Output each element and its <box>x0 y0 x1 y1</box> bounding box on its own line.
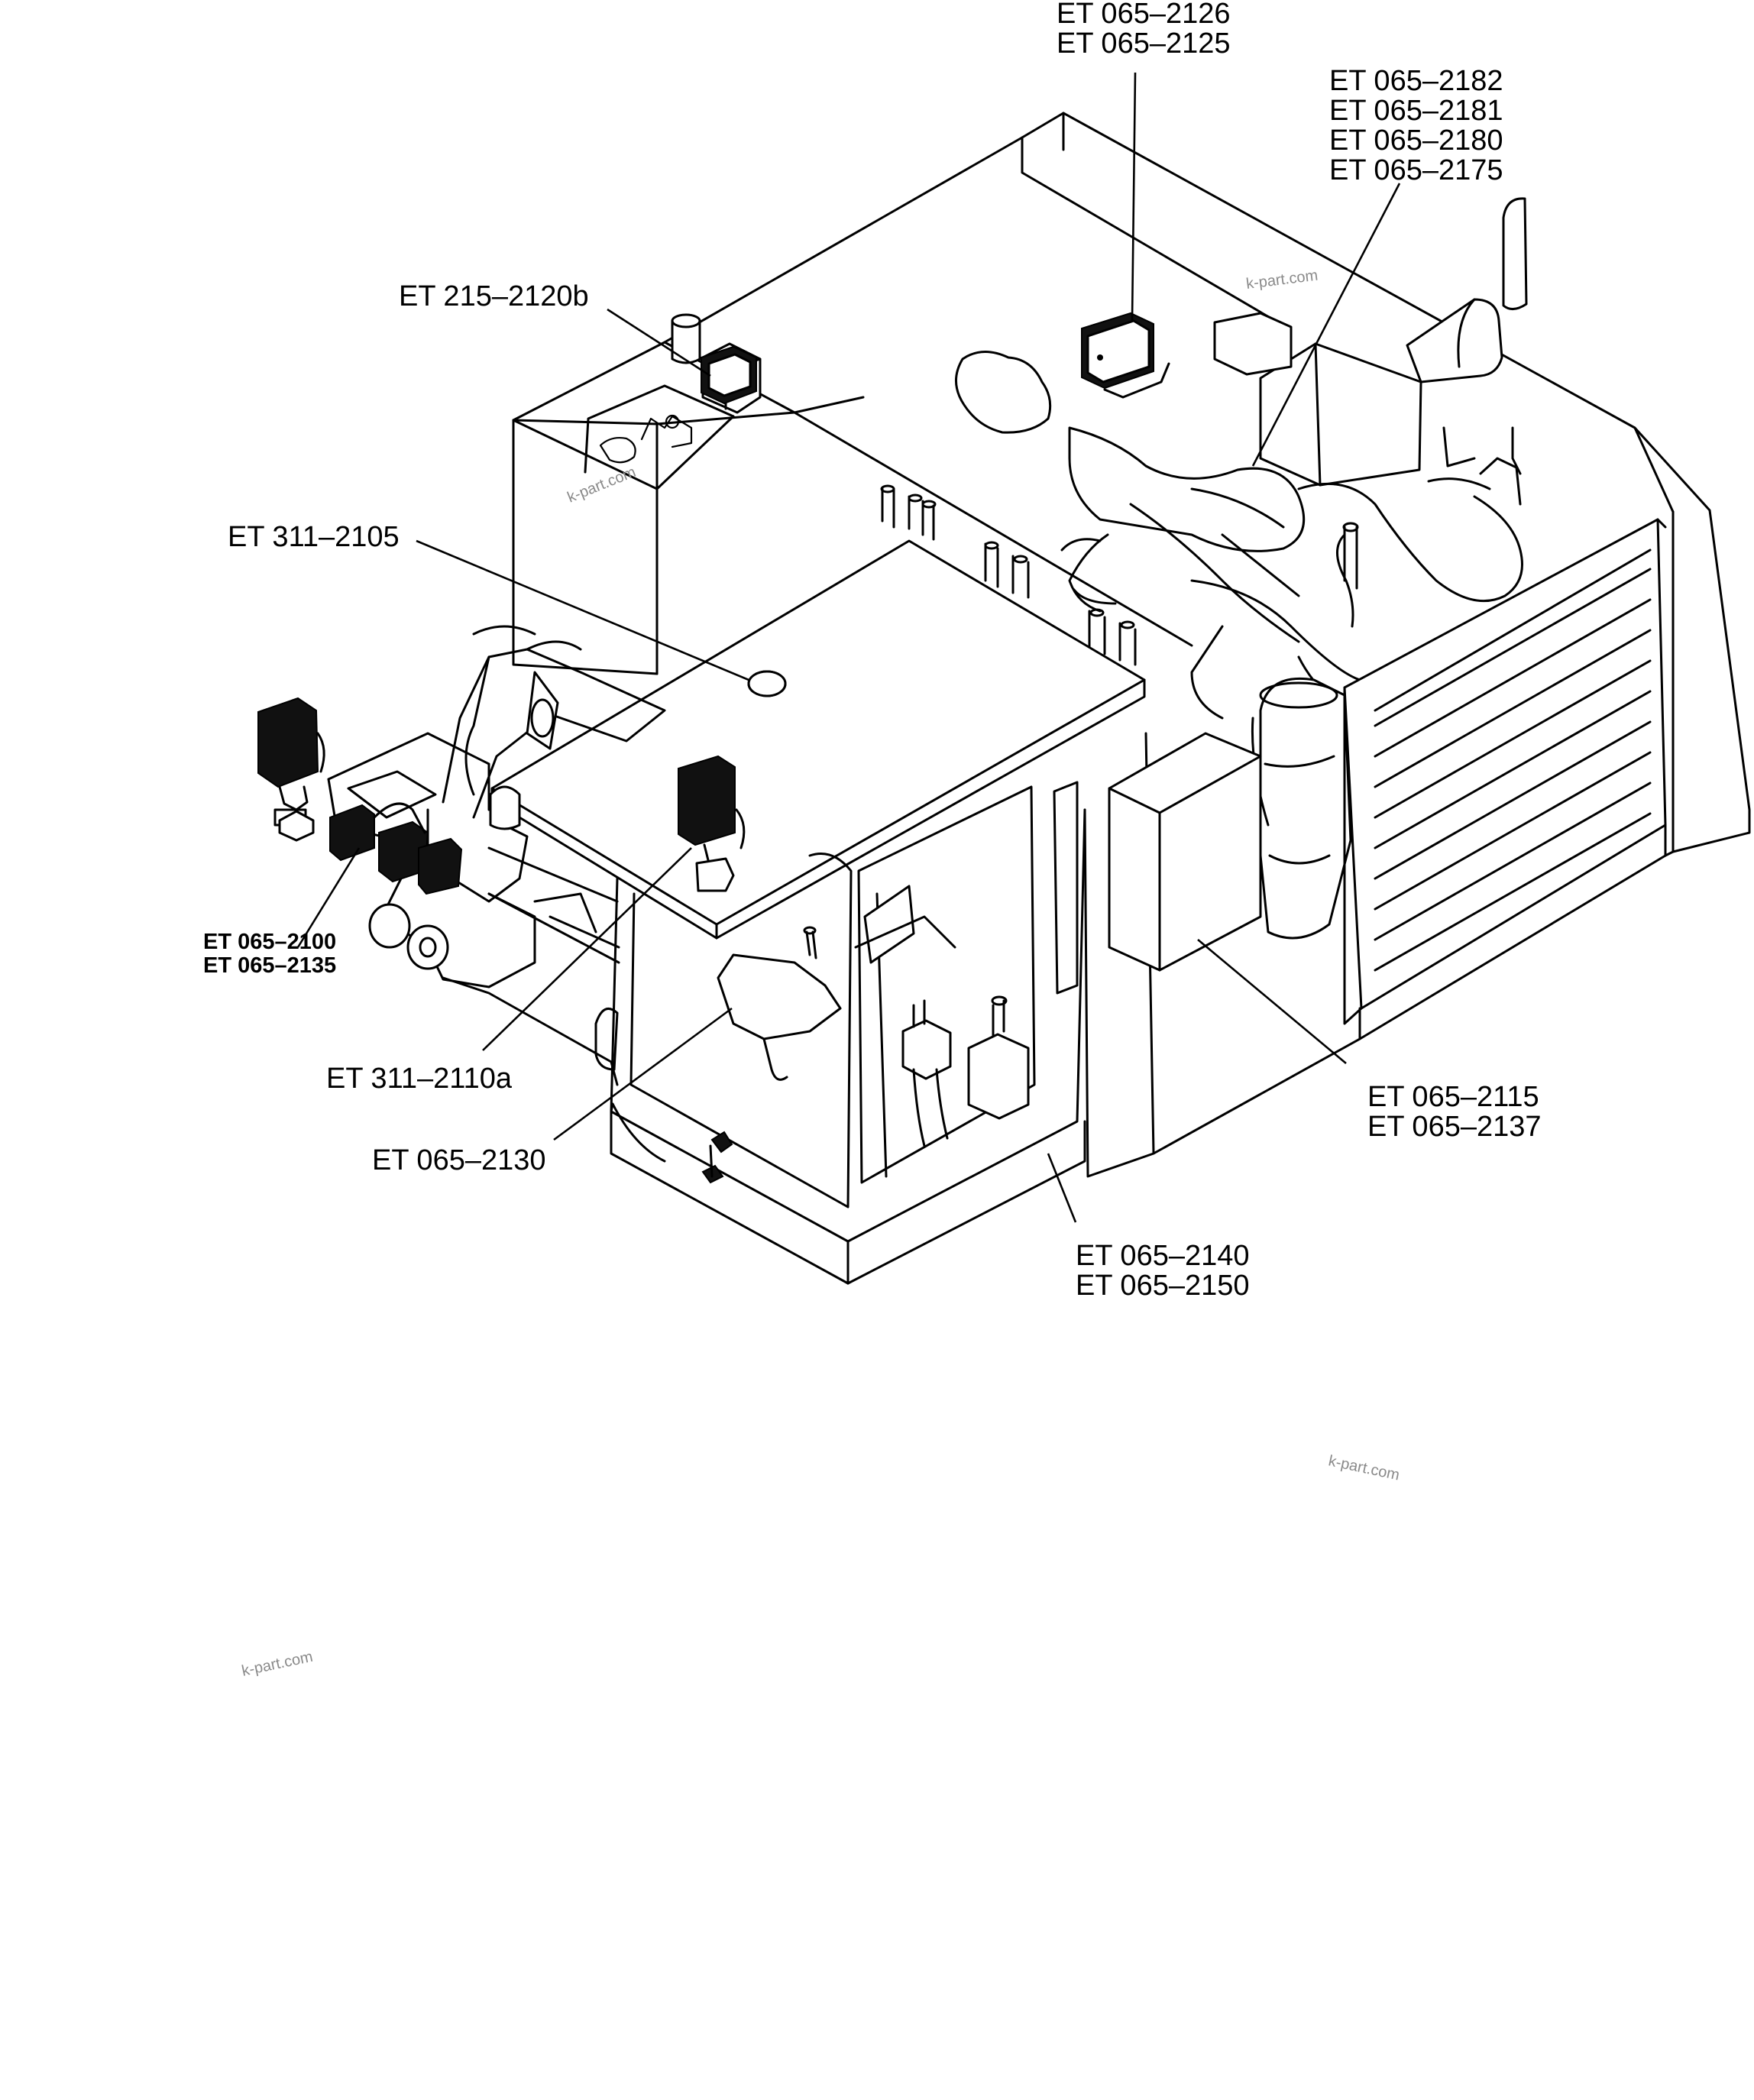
watermark-1: k-part.com <box>1245 267 1319 293</box>
label-et-065-2135: ET 065–2135 <box>203 953 336 978</box>
leader-lines <box>296 72 1401 1223</box>
watermarks: k-part.com k-part.com k-part.com k-part.… <box>240 267 1400 1680</box>
label-et-311-2105: ET 311–2105 <box>228 521 400 553</box>
label-et-065-2126: ET 065–2126 <box>1057 0 1231 30</box>
label-et-065-2100: ET 065–2100 <box>203 930 336 954</box>
label-et-065-2140: ET 065–2140 <box>1076 1240 1250 1272</box>
label-et-065-2181: ET 065–2181 <box>1329 95 1503 127</box>
watermark-4: k-part.com <box>240 1649 314 1680</box>
machine-drawing <box>257 112 1751 1285</box>
label-et-065-2125: ET 065–2125 <box>1057 28 1231 60</box>
label-et-065-2150: ET 065–2150 <box>1076 1270 1250 1302</box>
label-et-311-2110a: ET 311–2110a <box>326 1063 513 1095</box>
callout-labels: ET 065–2126 ET 065–2125 ET 065–2182 ET 0… <box>203 0 1542 1302</box>
injector-stubs <box>880 484 1137 666</box>
label-et-065-2175: ET 065–2175 <box>1329 154 1503 186</box>
radiator-fins <box>1374 568 1652 972</box>
label-et-065-2115: ET 065–2115 <box>1367 1081 1539 1113</box>
label-et-065-2182: ET 065–2182 <box>1329 65 1503 97</box>
label-et-065-2137: ET 065–2137 <box>1367 1111 1542 1143</box>
label-et-065-2130: ET 065–2130 <box>372 1144 546 1176</box>
label-et-065-2180: ET 065–2180 <box>1329 125 1503 157</box>
watermark-3: k-part.com <box>1327 1452 1401 1484</box>
label-et-215-2120b: ET 215–2120b <box>399 280 589 312</box>
